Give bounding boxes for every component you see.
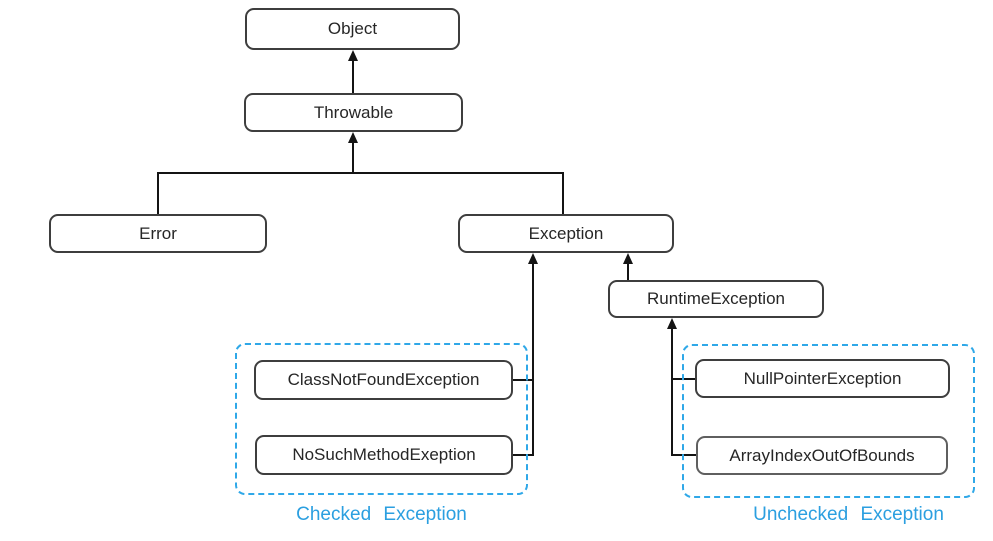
node-no-such-method-exeption: NoSuchMethodExeption: [255, 435, 513, 475]
node-null-pointer-exception: NullPointerException: [695, 359, 950, 398]
node-runtime-exception: RuntimeException: [608, 280, 824, 318]
edge-throwable-to-object-line: [352, 59, 354, 93]
edge-nullpointer-stub-line: [673, 378, 696, 380]
node-throwable: Throwable: [244, 93, 463, 132]
unchecked-exception-group-label: Unchecked Exception: [753, 504, 944, 525]
edge-branch-to-error-line: [157, 172, 159, 215]
arrowhead-up-icon: [528, 253, 538, 264]
edge-nosuchmethod-stub-line: [513, 454, 534, 456]
arrowhead-up-icon: [667, 318, 677, 329]
arrowhead-up-icon: [348, 132, 358, 143]
node-class-not-found-exception: ClassNotFoundException: [254, 360, 513, 400]
unchecked-exception-group-box: [682, 344, 975, 498]
arrowhead-up-icon: [623, 253, 633, 264]
node-array-index-out-of-bounds: ArrayIndexOutOfBounds: [696, 436, 948, 475]
edge-branch-horizontal-line: [157, 172, 564, 174]
arrowhead-up-icon: [348, 50, 358, 61]
edge-unchecked-trunk-to-runtime-line: [671, 327, 673, 456]
edge-checked-trunk-to-exception-line: [532, 262, 534, 456]
edge-runtime-to-exception-line: [627, 262, 629, 281]
checked-exception-group-label: Checked Exception: [296, 504, 467, 525]
node-exception: Exception: [458, 214, 674, 253]
node-error: Error: [49, 214, 267, 253]
edge-branch-to-throwable-line: [352, 141, 354, 174]
edge-arrayindex-stub-line: [673, 454, 697, 456]
edge-branch-to-exception-line: [562, 172, 564, 215]
edge-classnotfound-stub-line: [513, 379, 534, 381]
node-object: Object: [245, 8, 460, 50]
checked-exception-group-box: [235, 343, 528, 495]
